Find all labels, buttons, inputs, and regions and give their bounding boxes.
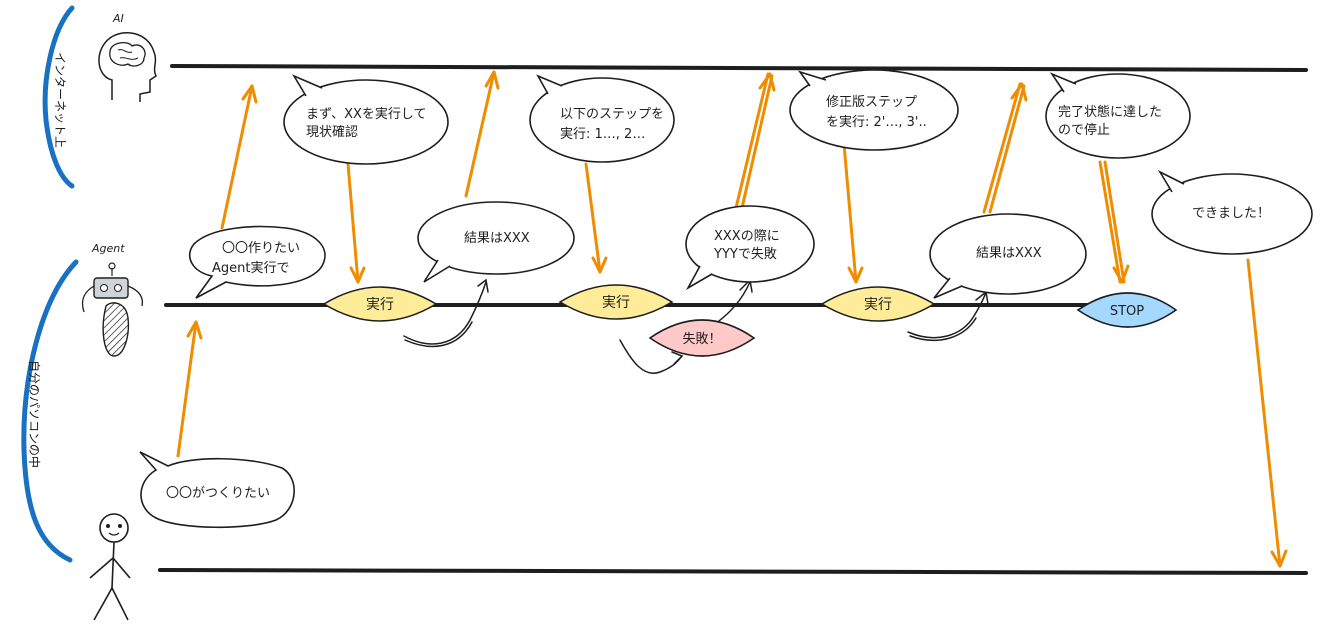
- bubble-result2-tail: [933, 277, 963, 299]
- bubble-result1-text: 結果はXXX: [464, 231, 530, 246]
- bubble-ai-plan-tail: [292, 74, 323, 97]
- local-lane-bracket: [21, 259, 79, 563]
- exec-node-1: [322, 286, 438, 322]
- bubble-error: [685, 205, 815, 283]
- bubble-result2: [929, 213, 1087, 295]
- arrow-result2-to-ai: [982, 82, 1028, 214]
- bubble-agent-request: [188, 225, 326, 299]
- bubble-ai-done: [1045, 73, 1191, 159]
- fail-node: [648, 319, 756, 357]
- stop-node: [1076, 292, 1178, 328]
- bubble-ai-done-tail: [1049, 72, 1077, 93]
- stop-node-label: STOP: [1110, 304, 1144, 319]
- user-line: [158, 568, 1308, 575]
- exec-node-2-label: 実行: [602, 295, 630, 311]
- bubble-ai-fix-line1: 修正版ステップ: [826, 95, 917, 110]
- exec-node-2: [558, 284, 674, 320]
- bubble-request: [139, 451, 295, 529]
- arrow-ai-to-exec2: [584, 162, 608, 274]
- internet-lane-label: インターネット上: [53, 52, 67, 148]
- internet-line: [170, 64, 1308, 72]
- arrow-error-to-ai: [734, 72, 776, 210]
- exec-node-3: [820, 286, 936, 322]
- bubble-ai-done-line1: 完了状態に達した: [1058, 104, 1162, 120]
- bubble-agent-request-line1: 〇〇作りたい: [222, 241, 300, 256]
- bubble-error-line1: XXXの際に: [714, 229, 780, 244]
- curve-exec1-to-result1: [403, 278, 489, 348]
- bubble-ai-plan-line2: 現状確認: [306, 124, 358, 140]
- bubble-error-line2: YYYで失敗: [713, 247, 777, 262]
- exec-node-1-label: 実行: [366, 297, 394, 313]
- agent-robot-icon: [81, 262, 144, 357]
- arrow-ai-to-exec3: [842, 142, 864, 284]
- user-stick-figure-icon: [89, 513, 131, 621]
- exec-node-3-label: 実行: [864, 297, 892, 313]
- arrow-result1-to-ai: [464, 70, 500, 198]
- bubble-ai-steps: [529, 77, 675, 163]
- bubble-result1-tail: [423, 259, 451, 283]
- bubble-ai-plan-line1: まず、XXを実行して: [306, 106, 427, 122]
- bubble-done: [1151, 173, 1313, 255]
- bubble-ai-done-line2: ので停止: [1058, 122, 1110, 138]
- bubble-ai-steps-line1: 以下のステップを: [560, 107, 664, 122]
- agent-label: Agent: [91, 242, 125, 255]
- bubble-ai-fix-tail: [797, 70, 827, 87]
- arrow-ai-to-exec1: [346, 162, 366, 284]
- internet-lane-bracket: [42, 5, 75, 189]
- arrow-agent-to-ai-1: [220, 84, 258, 230]
- bubble-done-tail: [1157, 170, 1185, 193]
- bubble-result1: [417, 201, 575, 275]
- bubble-ai-fix-line2: を実行: 2'…, 3'..: [826, 114, 927, 130]
- bubble-error-tail: [685, 265, 713, 291]
- arrow-user-to-agent: [176, 320, 203, 458]
- fail-node-label: 失敗！: [682, 332, 721, 347]
- bubble-ai-fix: [789, 69, 959, 151]
- bubble-ai-plan: [283, 79, 449, 165]
- bubble-request-text: 〇〇がつくりたい: [166, 486, 270, 501]
- arrow-ai-to-stop: [1098, 160, 1130, 284]
- bubble-result2-text: 結果はXXX: [976, 246, 1042, 261]
- bubble-done-text: できました！: [1192, 206, 1270, 221]
- bubble-agent-request-line2: Agent実行で: [212, 260, 289, 276]
- ai-head-icon: [98, 32, 157, 102]
- ai-label: AI: [112, 12, 124, 25]
- local-lane-label: 自分のパソコンの中: [27, 360, 42, 468]
- bubble-ai-steps-line2: 実行: 1…, 2…: [560, 126, 645, 142]
- bubble-ai-steps-tail: [536, 74, 563, 95]
- arrow-done-to-user: [1246, 258, 1288, 568]
